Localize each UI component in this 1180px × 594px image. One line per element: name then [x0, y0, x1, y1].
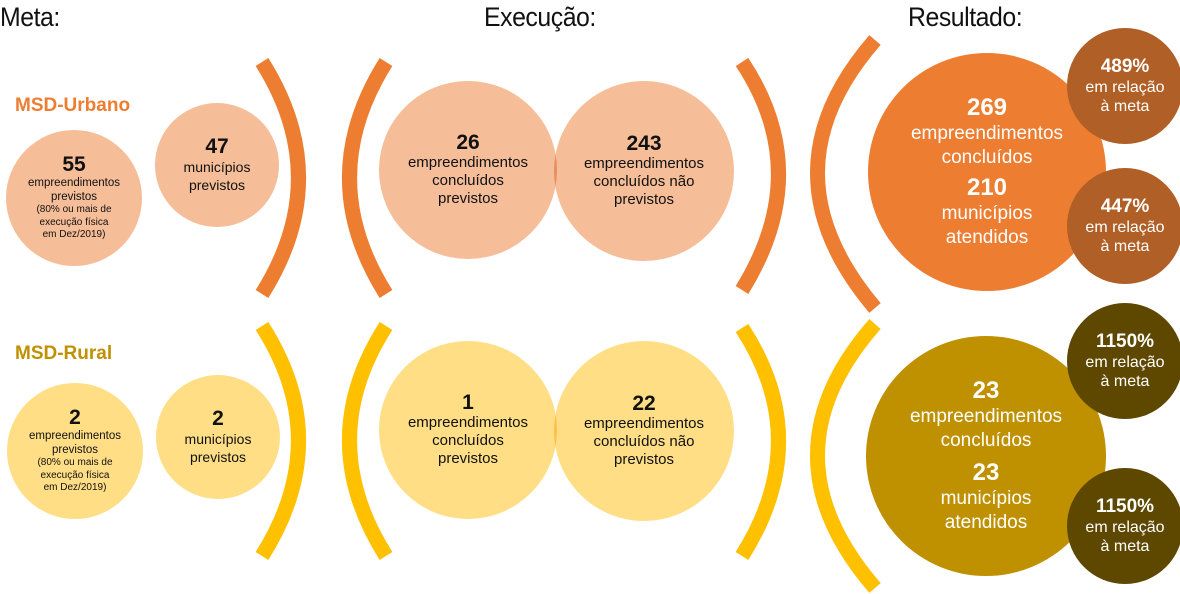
empreendimentos-line-2: concluídos — [940, 430, 1032, 451]
label-line-1: em relação — [1085, 79, 1165, 96]
municipios-line-1: municípios — [940, 488, 1032, 509]
empreendimentos-line-2: concluídos — [941, 147, 1033, 168]
urban-result-open-bracket — [810, 35, 881, 313]
value: 55 — [62, 153, 86, 177]
value: 2 — [212, 407, 224, 430]
value: 22 — [632, 392, 656, 415]
rural-meta-municipios-circle: 2 municípios previstos — [156, 375, 280, 499]
label-line-3: previstos — [613, 191, 675, 208]
empreendimentos-value: 23 — [972, 377, 1000, 404]
label-line-1: em relação — [1085, 354, 1165, 371]
label-line-2: previstos — [188, 177, 246, 193]
urban-exec-close-bracket — [735, 57, 786, 294]
rural-resultado-circle: 23 empreendimentos concluídos 23 municíp… — [866, 336, 1106, 576]
urbano-label: MSD-Urbano — [15, 95, 131, 116]
label-line-2: concluídos — [432, 172, 504, 189]
label-line-3: previstos — [437, 450, 499, 467]
label-line-2: à meta — [1100, 238, 1150, 255]
label-line-1: empreendimentos — [407, 414, 529, 431]
label-line-3: previstos — [613, 451, 675, 468]
label: empreendimentos previstos — [28, 430, 122, 457]
rural-exec-previstos-circle: 1 empreendimentos concluídos previstos — [379, 341, 557, 519]
label-line-1: municípios — [184, 431, 252, 447]
note-line-1: (80% ou mais de — [36, 204, 112, 216]
rural-pct-empreendimentos-circle: 1150% em relação à meta — [1067, 303, 1180, 419]
note-line-3: em Dez/2019) — [42, 229, 106, 241]
value: 1150% — [1095, 331, 1155, 352]
rural-exec-close-bracket — [735, 323, 786, 560]
header-execucao: Execução: — [484, 2, 596, 32]
empreendimentos-line-1: empreendimentos — [910, 123, 1064, 144]
value: 1 — [462, 391, 474, 414]
urbano-meta-municipios-circle: 47 municípios previstos — [155, 103, 279, 227]
label: empreendimentos previstos — [27, 177, 121, 204]
urbano-meta-empreendimentos-circle: 55 empreendimentos previstos (80% ou mai… — [6, 130, 142, 266]
municipios-value: 23 — [972, 459, 1000, 486]
label-line-1: em relação — [1085, 219, 1165, 236]
urbano-resultado-circle: 269 empreendimentos concluídos 210 munic… — [868, 53, 1106, 291]
municipios-line-2: atendidos — [944, 512, 1028, 533]
label-line-2: à meta — [1100, 98, 1150, 115]
urban-exec-open-bracket — [342, 58, 393, 298]
label-line-1: empreendimentos — [583, 155, 705, 172]
label-line-1: empreendimentos — [583, 415, 705, 432]
label-line-2: à meta — [1100, 538, 1150, 555]
value: 47 — [205, 135, 229, 158]
header-resultado: Resultado: — [908, 2, 1023, 32]
value: 243 — [626, 132, 662, 155]
rural-pct-municipios-circle: 1150% em relação à meta — [1067, 468, 1180, 584]
label-line-2: previstos — [189, 449, 247, 465]
urbano-pct-empreendimentos-circle: 489% em relação à meta — [1067, 28, 1180, 144]
label-line-2: à meta — [1100, 373, 1150, 390]
rural-exec-nao-previstos-circle: 22 empreendimentos concluídos não previs… — [554, 341, 734, 521]
municipios-value: 210 — [966, 174, 1008, 201]
value: 489% — [1100, 56, 1150, 77]
rural-meta-empreendimentos-circle: 2 empreendimentos previstos (80% ou mais… — [7, 383, 143, 519]
label-line-2: concluídos não — [593, 173, 695, 190]
rural-label: MSD-Rural — [15, 343, 113, 364]
label-line-1: municípios — [183, 159, 251, 175]
empreendimentos-line-1: empreendimentos — [909, 406, 1063, 427]
urbano-pct-municipios-circle: 447% em relação à meta — [1067, 168, 1180, 284]
note-line-3: em Dez/2019) — [43, 482, 107, 494]
value: 1150% — [1095, 496, 1155, 517]
municipios-line-1: municípios — [941, 203, 1033, 224]
urbano-exec-previstos-circle: 26 empreendimentos concluídos previstos — [379, 81, 557, 259]
rural-meta-close-bracket — [255, 321, 306, 560]
value: 447% — [1100, 196, 1150, 217]
urbano-exec-nao-previstos-circle: 243 empreendimentos concluídos não previ… — [554, 81, 734, 261]
rural-exec-open-bracket — [342, 321, 393, 560]
value: 2 — [69, 406, 81, 430]
rural-result-open-bracket — [810, 319, 881, 593]
note-line-1: (80% ou mais de — [37, 457, 113, 469]
header-meta: Meta: — [0, 2, 60, 32]
value: 26 — [456, 131, 480, 154]
empreendimentos-value: 269 — [966, 94, 1008, 121]
urban-meta-close-bracket — [255, 58, 306, 298]
label-line-1: em relação — [1085, 519, 1165, 536]
label-line-1: empreendimentos — [407, 154, 529, 171]
label-line-3: previstos — [437, 190, 499, 207]
label-line-2: concluídos não — [593, 433, 695, 450]
label-line-2: concluídos — [432, 432, 504, 449]
note-line-2: execução física — [39, 216, 109, 228]
municipios-line-2: atendidos — [945, 227, 1029, 248]
note-line-2: execução física — [40, 469, 110, 481]
